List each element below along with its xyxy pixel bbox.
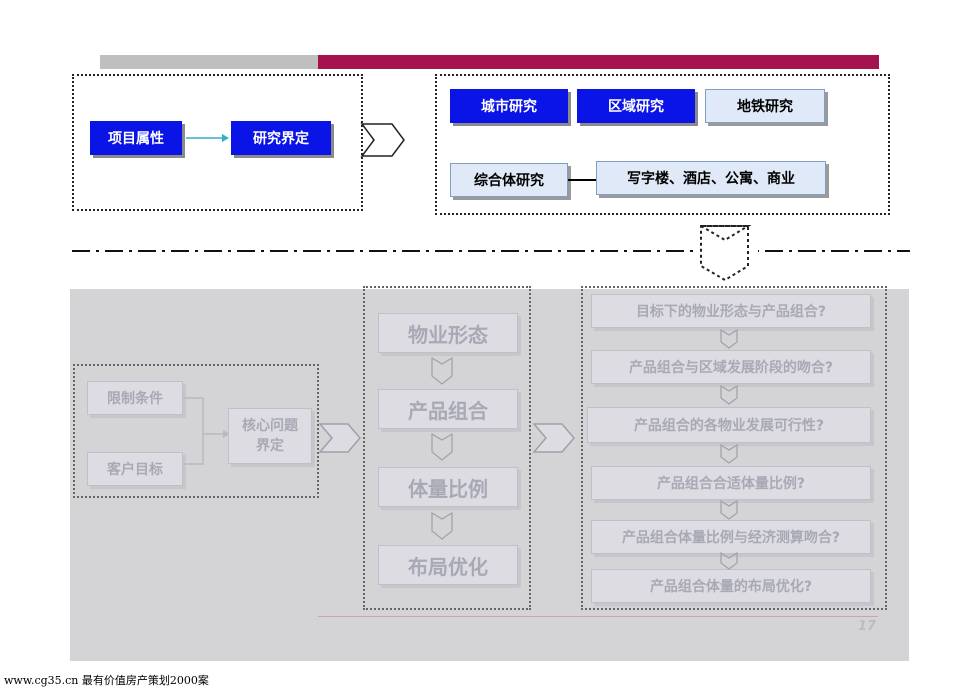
middle-item-3: 体量比例 (378, 467, 518, 507)
questions-group (581, 286, 887, 610)
project-scope-group (72, 74, 363, 211)
question-5: 产品组合体量比例与经济测算吻合? (591, 520, 871, 554)
property-types-box: 写字楼、酒店、公寓、商业 (596, 161, 826, 195)
question-1: 目标下的物业形态与产品组合? (591, 294, 871, 328)
metro-research-box: 地铁研究 (705, 89, 825, 123)
question-3: 产品组合的各物业发展可行性? (587, 407, 871, 443)
down-arrow-icon (720, 384, 738, 405)
down-arrow-icon (720, 499, 738, 520)
research-definition-label: 研究界定 (231, 121, 331, 155)
core-issue-box: 核心问题 界定 (228, 408, 312, 464)
footer-text: www.cg35.cn 最有价值房产策划2000案 (4, 674, 209, 687)
region-research-box: 区域研究 (577, 89, 695, 123)
chevron-right-icon (318, 423, 361, 453)
bracket-arrow-icon (183, 397, 230, 465)
arrow-right-icon (186, 134, 229, 142)
core-issue-group (73, 364, 319, 498)
chevron-down-icon (696, 225, 758, 282)
footer-rule (318, 616, 878, 617)
research-scope-group (435, 74, 890, 215)
project-attributes-box: 项目属性 (90, 121, 182, 155)
down-arrow-icon (720, 443, 738, 464)
down-arrow-icon (431, 432, 453, 461)
chevron-right-icon (532, 423, 575, 453)
page-number: 17 (857, 619, 876, 634)
middle-item-1: 物业形态 (378, 313, 518, 353)
chevron-right-icon (360, 123, 405, 157)
down-arrow-icon (431, 356, 453, 385)
city-research-box: 城市研究 (450, 89, 568, 123)
property-form-group (363, 286, 531, 610)
header-bar-gray (100, 55, 318, 69)
question-2: 产品组合与区域发展阶段的吻合? (591, 350, 871, 384)
down-arrow-icon (720, 551, 738, 570)
section-divider (72, 250, 910, 252)
down-arrow-icon (431, 511, 453, 540)
middle-item-4: 布局优化 (378, 545, 518, 585)
question-4: 产品组合合适体量比例? (591, 466, 871, 500)
question-6: 产品组合体量的布局优化? (591, 569, 871, 603)
customer-goal-box: 客户目标 (87, 452, 183, 486)
constraint-box: 限制条件 (87, 381, 183, 415)
middle-item-2: 产品组合 (378, 389, 518, 429)
complex-research-box: 综合体研究 (450, 163, 568, 197)
header-bar-accent (318, 55, 879, 69)
connector-line (568, 179, 596, 181)
down-arrow-icon (720, 328, 738, 349)
